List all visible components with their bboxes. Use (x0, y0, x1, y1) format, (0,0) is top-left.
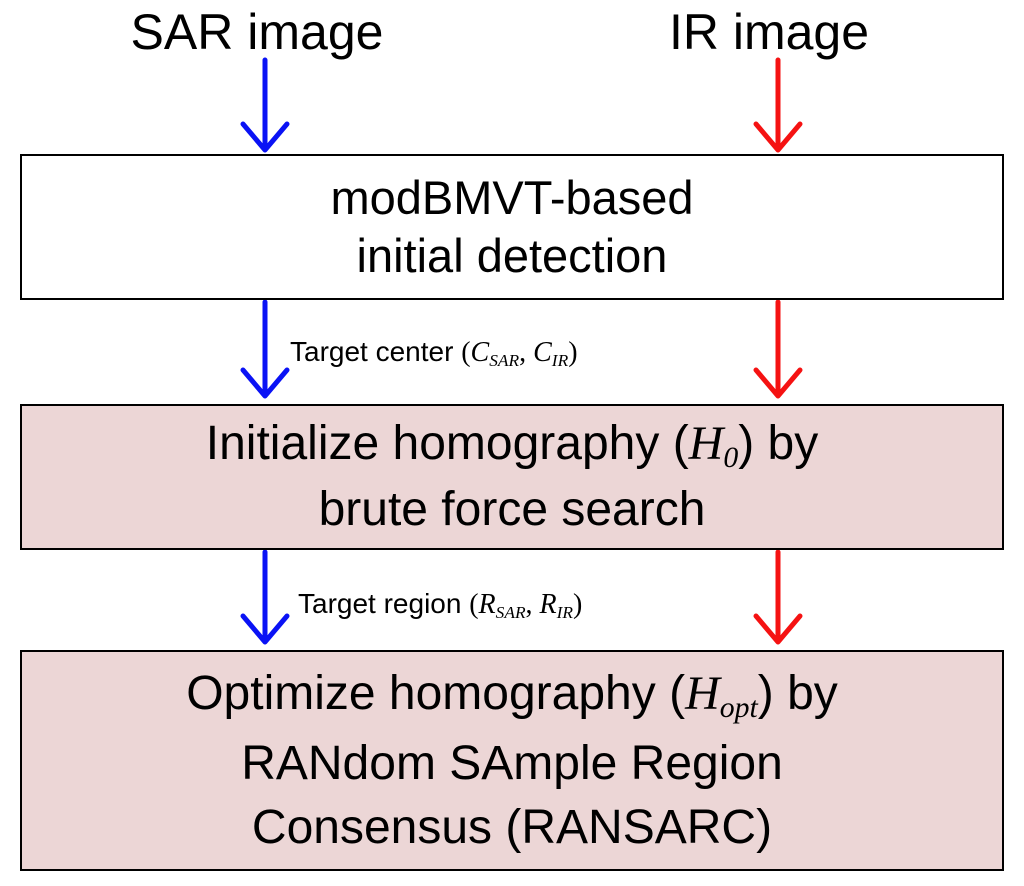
sar-arrow-to-detection (240, 57, 290, 153)
target-center-sep: , (519, 337, 534, 368)
initialize-suffix: ) by (738, 417, 819, 470)
target-region-text: Target region (298, 588, 470, 619)
ir-arrow-to-optimize (753, 549, 803, 645)
ir-arrow-to-detection (753, 57, 803, 153)
optimize-line-2: RANdom SAmple Region (241, 736, 783, 790)
initialize-step-box: Initialize homography (H0) by brute forc… (20, 404, 1004, 550)
target-center-sym-sar: C (470, 337, 490, 368)
optimize-prefix: Optimize homography ( (186, 666, 686, 720)
target-center-sub-ir: IR (551, 350, 569, 370)
target-center-text: Target center (290, 336, 462, 367)
optimize-suffix: ) by (757, 666, 838, 720)
target-center-close: ) (568, 337, 578, 368)
sar-arrows (240, 57, 290, 645)
ir-arrow-to-initialize (753, 299, 803, 399)
optimize-symbol: H (685, 666, 720, 720)
initialize-symbol-sub: 0 (723, 441, 739, 475)
initialize-step-text: Initialize homography (H0) by brute forc… (206, 414, 818, 540)
initialize-symbol: H (688, 417, 724, 470)
detection-step-text: modBMVT-based initial detection (330, 169, 693, 285)
detection-step-box: modBMVT-based initial detection (20, 154, 1004, 300)
sar-arrow-to-optimize (240, 549, 290, 645)
target-center-sub-sar: SAR (489, 350, 520, 370)
target-region-sub-ir: IR (556, 602, 574, 622)
sar-arrow-to-initialize (240, 299, 290, 399)
target-region-close: ) (573, 589, 583, 620)
sar-image-label: SAR image (130, 4, 384, 60)
optimize-symbol-sub: opt (719, 690, 758, 724)
ir-image-label: IR image (668, 4, 870, 60)
initialize-prefix: Initialize homography ( (205, 417, 689, 470)
target-center-sym-ir: C (533, 337, 552, 368)
optimize-step-text: Optimize homography (Hopt) by RANdom SAm… (186, 662, 838, 860)
initialize-line-1: Initialize homography (H0) by (206, 414, 818, 480)
initialize-line-2: brute force search (318, 483, 706, 536)
target-region-sym-ir: R (539, 589, 557, 620)
optimize-step-box: Optimize homography (Hopt) by RANdom SAm… (20, 650, 1004, 871)
ir-arrows (753, 57, 803, 645)
optimize-line-1: Optimize homography (Hopt) by (186, 662, 838, 732)
target-region-open: ( (469, 589, 479, 620)
target-region-label: Target region (RSAR, RIR) (298, 586, 582, 626)
target-center-open: ( (461, 337, 471, 368)
detection-line-2: initial detection (356, 229, 668, 282)
target-region-sym-sar: R (478, 589, 496, 620)
detection-line-1: modBMVT-based (330, 171, 694, 224)
target-region-sep: , (525, 589, 540, 620)
optimize-line-3: Consensus (RANSARC) (251, 800, 773, 854)
target-center-label: Target center (CSAR, CIR) (290, 334, 578, 374)
target-region-sub-sar: SAR (495, 602, 526, 622)
